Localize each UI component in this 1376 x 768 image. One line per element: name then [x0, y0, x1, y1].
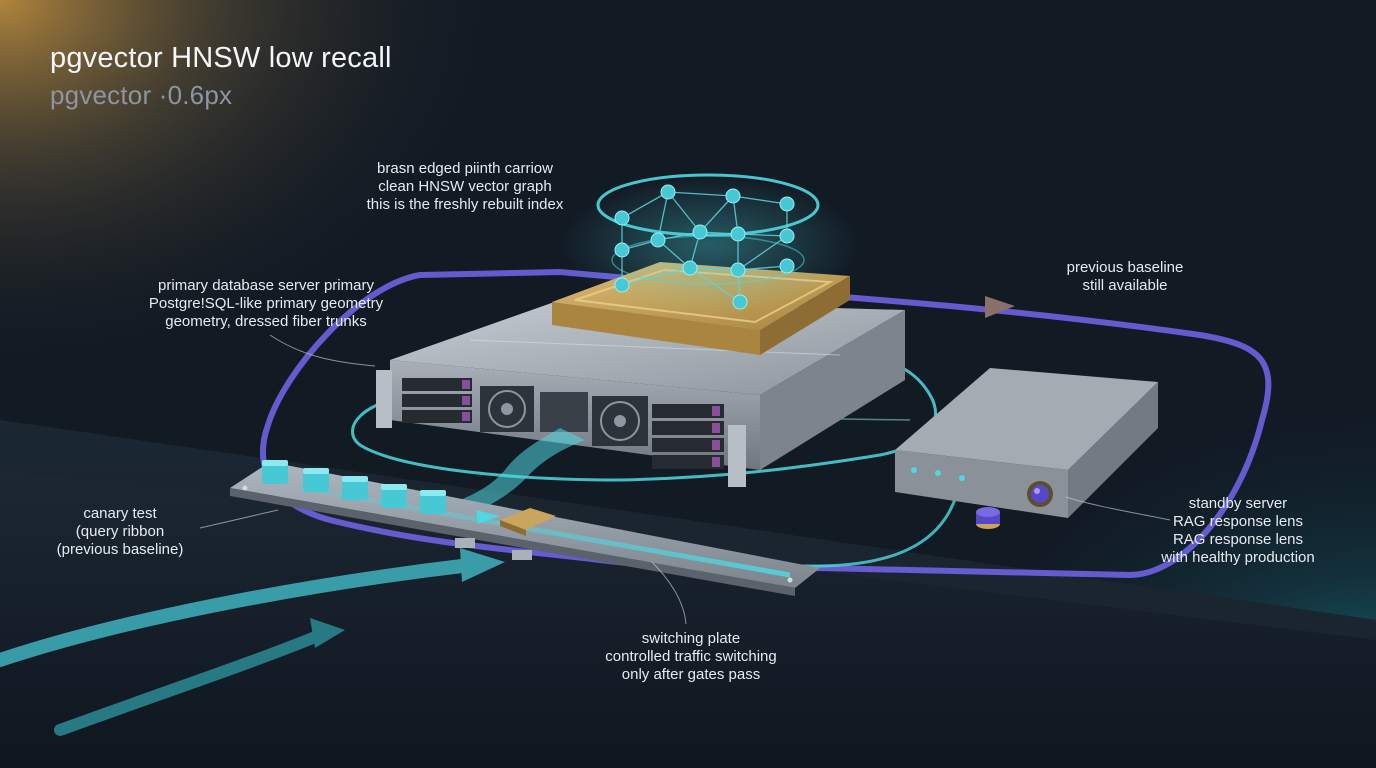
switch-arrow — [476, 510, 500, 524]
callout-line: canary test — [83, 505, 157, 522]
hnsw-vector-graph — [560, 173, 860, 315]
callout-line: standby server — [1188, 495, 1288, 512]
callout-line: controlled traffic switching — [605, 648, 777, 665]
leader-canary — [199, 509, 279, 529]
gate-chip — [500, 508, 556, 530]
callout-canary-test: canary test (query ribbon (previous base… — [40, 505, 200, 559]
cooling-fans — [480, 386, 648, 446]
callout-line: (query ribbon — [75, 523, 165, 540]
callout-line: primary database server primary — [158, 277, 374, 294]
incoming-traffic-arrows — [0, 548, 505, 736]
rag-response-lens — [1027, 481, 1053, 507]
leader-switch — [651, 561, 687, 625]
callout-line: this is the freshly rebuilt index — [366, 196, 564, 213]
callout-previous-baseline: previous baseline still available — [1035, 259, 1215, 295]
leader-standby — [1065, 496, 1171, 521]
standby-server — [895, 368, 1158, 518]
floor-edge — [0, 420, 1376, 640]
leader-primary — [269, 334, 376, 367]
loop-arrow-head — [985, 296, 1015, 318]
callout-line: RAG response lens — [1172, 531, 1304, 548]
drive-bays-left — [402, 378, 472, 423]
callout-line: switching plate — [641, 630, 741, 647]
callout-line: only after gates pass — [621, 666, 761, 683]
callout-switching-plate: switching plate controlled traffic switc… — [570, 630, 812, 684]
page-subtitle: pgvector ·0.6px — [50, 80, 233, 110]
lens-puck — [976, 507, 1000, 529]
callout-primary-server: primary database server primary Postgre!… — [130, 277, 402, 331]
fiber-loop — [351, 353, 937, 482]
callout-line: with healthy production — [1161, 549, 1315, 566]
callout-line: clean HNSW vector graph — [378, 178, 552, 195]
query-ribbon — [460, 428, 585, 510]
callout-line: geometry, dressed fiber trunks — [165, 313, 367, 330]
callout-standby-server: standby server RAG response lens RAG res… — [1140, 495, 1336, 567]
page-title: pgvector HNSW low recall — [50, 42, 392, 74]
callout-line: still available — [1082, 277, 1168, 294]
drive-bays-right — [652, 404, 724, 469]
callout-line: RAG response lens — [1172, 513, 1304, 530]
callout-rebuilt-index: brasn edged piinth carriow clean HNSW ve… — [335, 160, 595, 214]
callout-line: (previous baseline) — [56, 541, 184, 558]
fiber-to-standby — [720, 479, 962, 568]
callout-line: Postgre!SQL-like primary geometry — [148, 295, 384, 312]
callout-line: brasn edged piinth carriow — [377, 160, 553, 177]
callout-line: previous baseline — [1066, 259, 1184, 276]
switching-plate — [230, 462, 820, 596]
canary-query-cubes — [262, 460, 446, 514]
